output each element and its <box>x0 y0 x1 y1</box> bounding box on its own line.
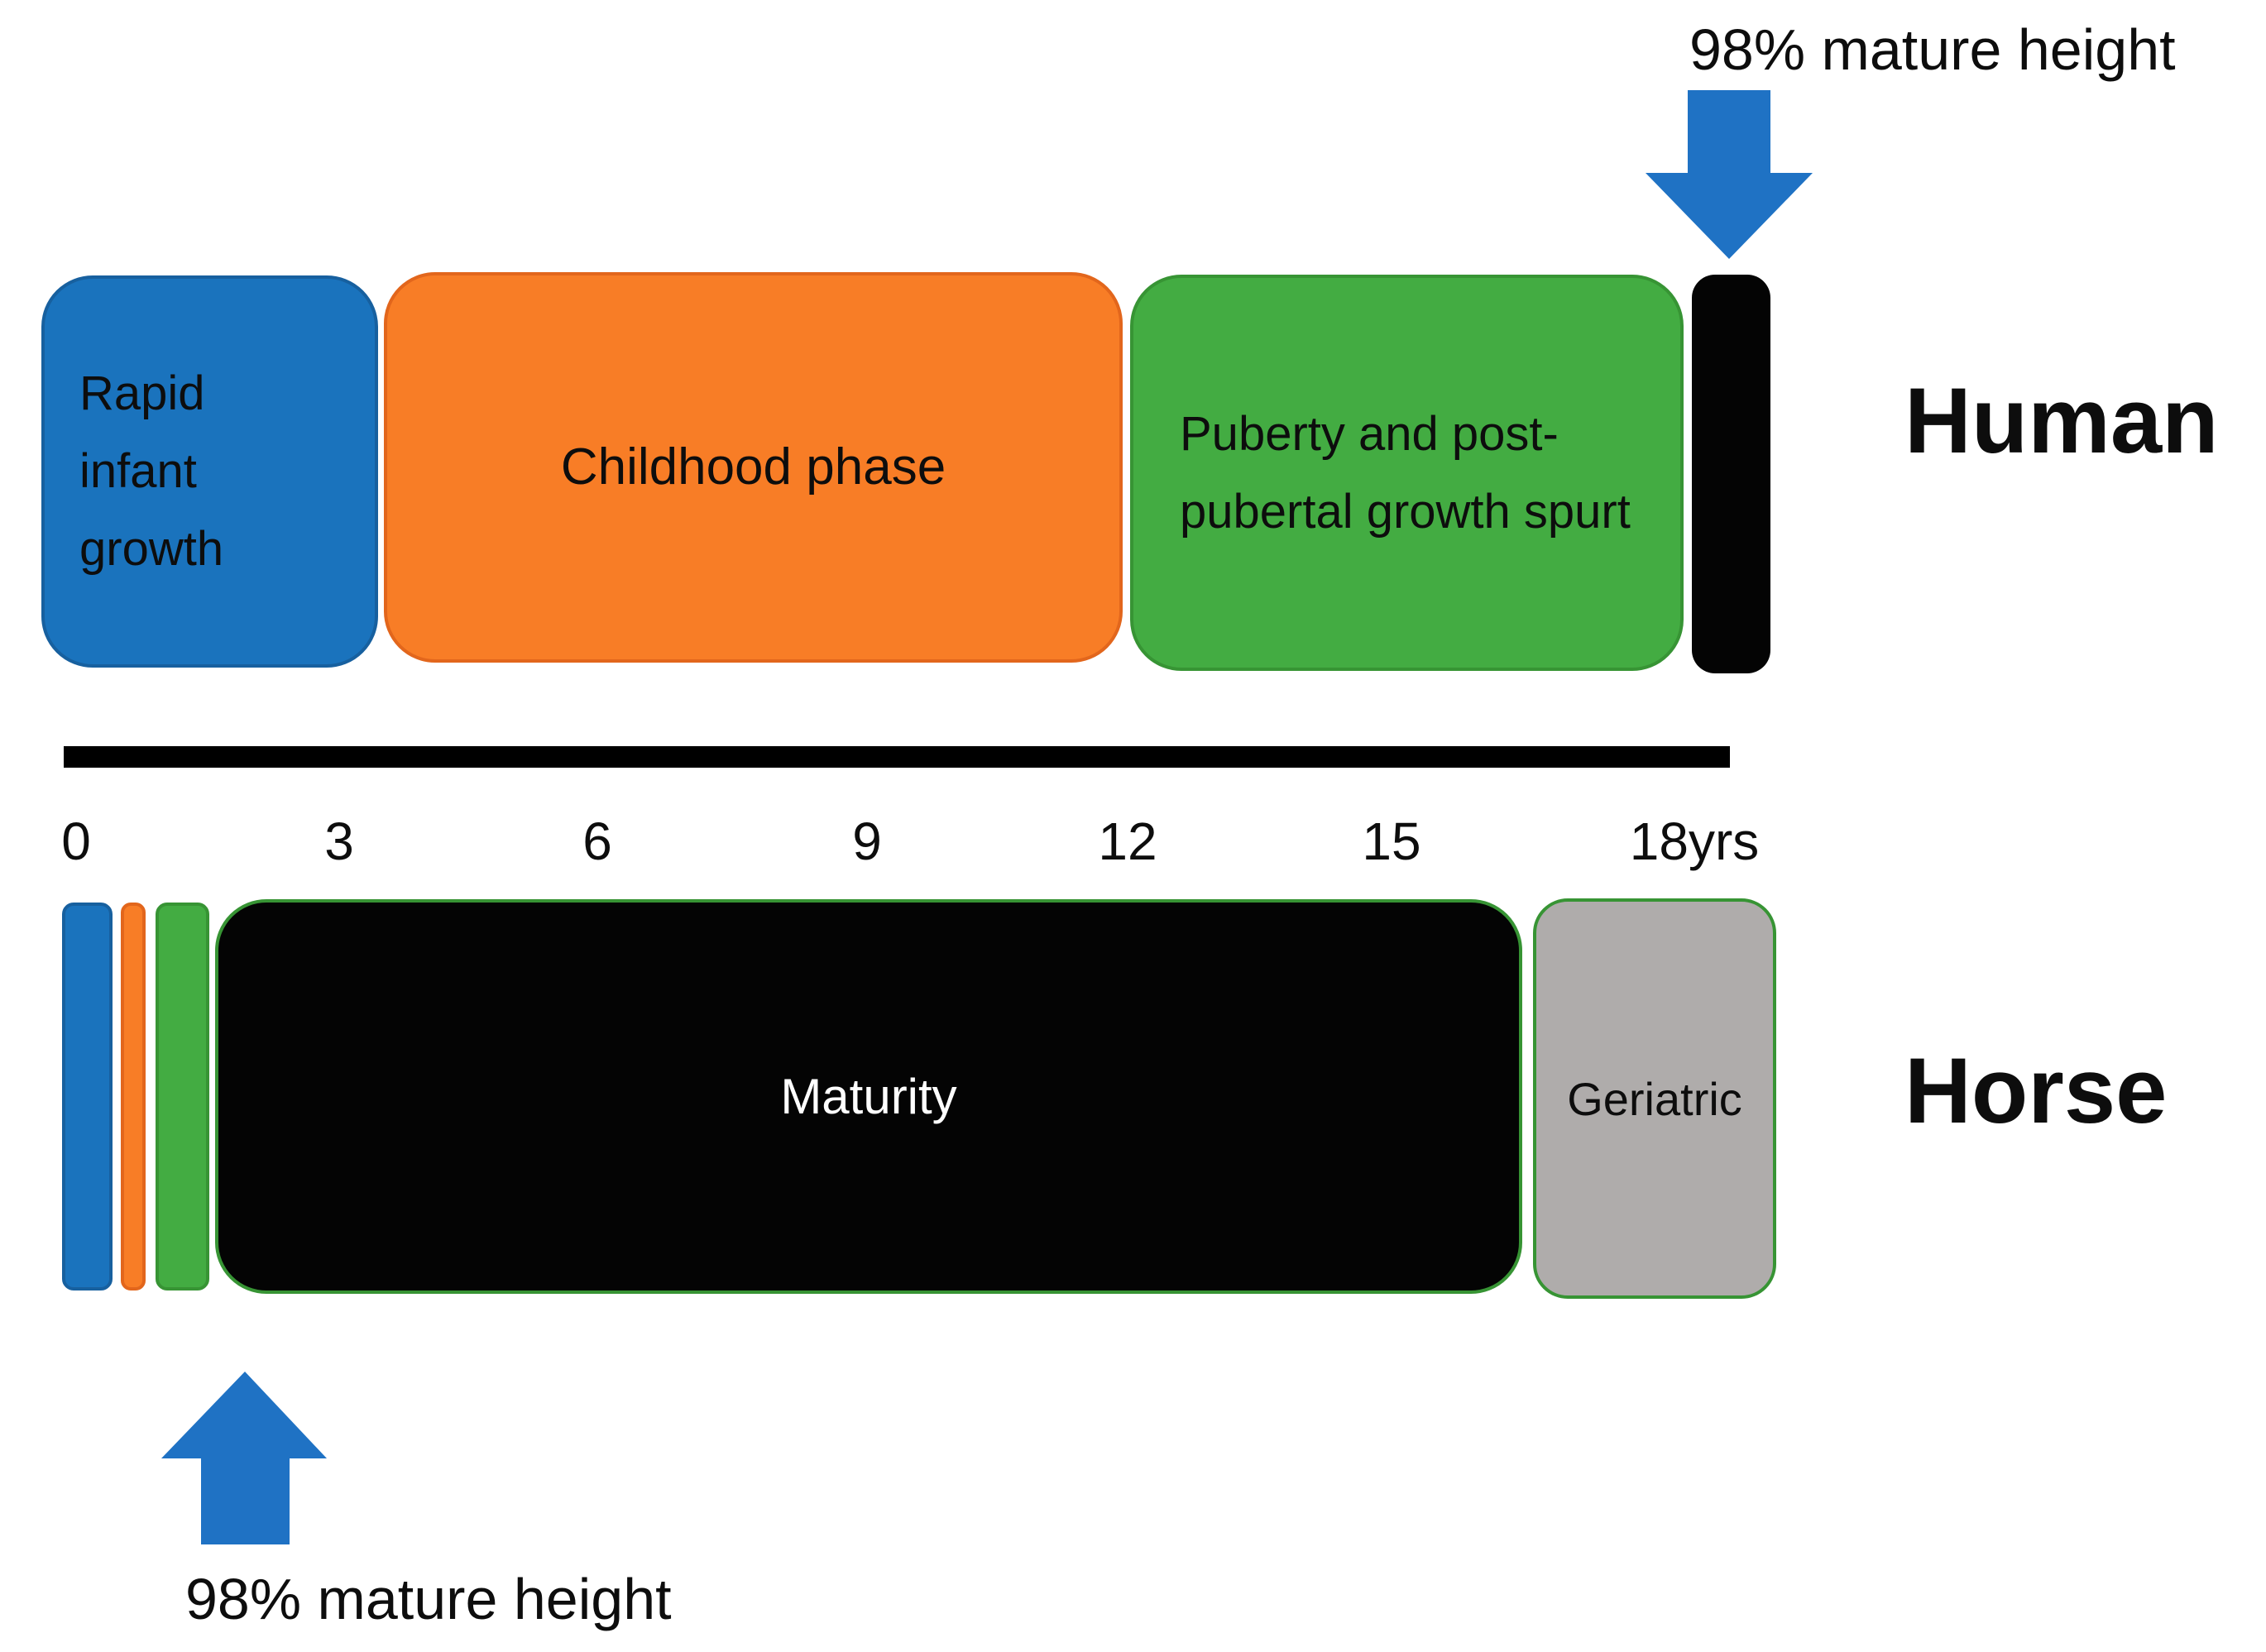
timeline-axis <box>64 746 1730 768</box>
axis-tick-9: 9 <box>852 812 882 871</box>
horse-phase-geriatric: Geriatric <box>1533 898 1776 1299</box>
human-98-mature-height-label: 98% mature height <box>1689 17 2176 82</box>
phase-label: Rapid infant growth <box>79 366 224 576</box>
axis-tick-3: 3 <box>324 812 354 871</box>
axis-tick-12: 12 <box>1098 812 1157 871</box>
horse-phase-maturity: Maturity <box>215 899 1522 1294</box>
human-phase-puberty: Puberty and post-pubertal growth spurt <box>1130 275 1684 671</box>
horse-phase-childhood <box>121 903 146 1290</box>
horse-row-title: Horse <box>1904 1039 2168 1142</box>
axis-tick-15: 15 <box>1362 812 1421 871</box>
human-phase-childhood: Childhood phase <box>384 272 1123 663</box>
down-arrow-icon <box>1646 90 1813 259</box>
human-row-title: Human <box>1904 369 2219 472</box>
axis-tick-18yrs: 18yrs <box>1629 812 1760 871</box>
horse-98-mature-height-label: 98% mature height <box>185 1567 672 1631</box>
horse-phase-puberty <box>156 903 209 1290</box>
axis-tick-0: 0 <box>61 812 91 871</box>
up-arrow-icon <box>161 1372 327 1544</box>
phase-label: Childhood phase <box>560 438 946 496</box>
human-98-mature-height-bar <box>1692 275 1770 673</box>
phase-label: Puberty and post-pubertal growth spurt <box>1180 406 1631 539</box>
phase-label: Geriatric <box>1567 1072 1742 1125</box>
horse-phase-rapid-infant-growth <box>62 903 113 1290</box>
human-phase-rapid-infant-growth: Rapid infant growth <box>41 275 378 668</box>
axis-tick-6: 6 <box>582 812 612 871</box>
phase-label: Maturity <box>780 1069 957 1124</box>
